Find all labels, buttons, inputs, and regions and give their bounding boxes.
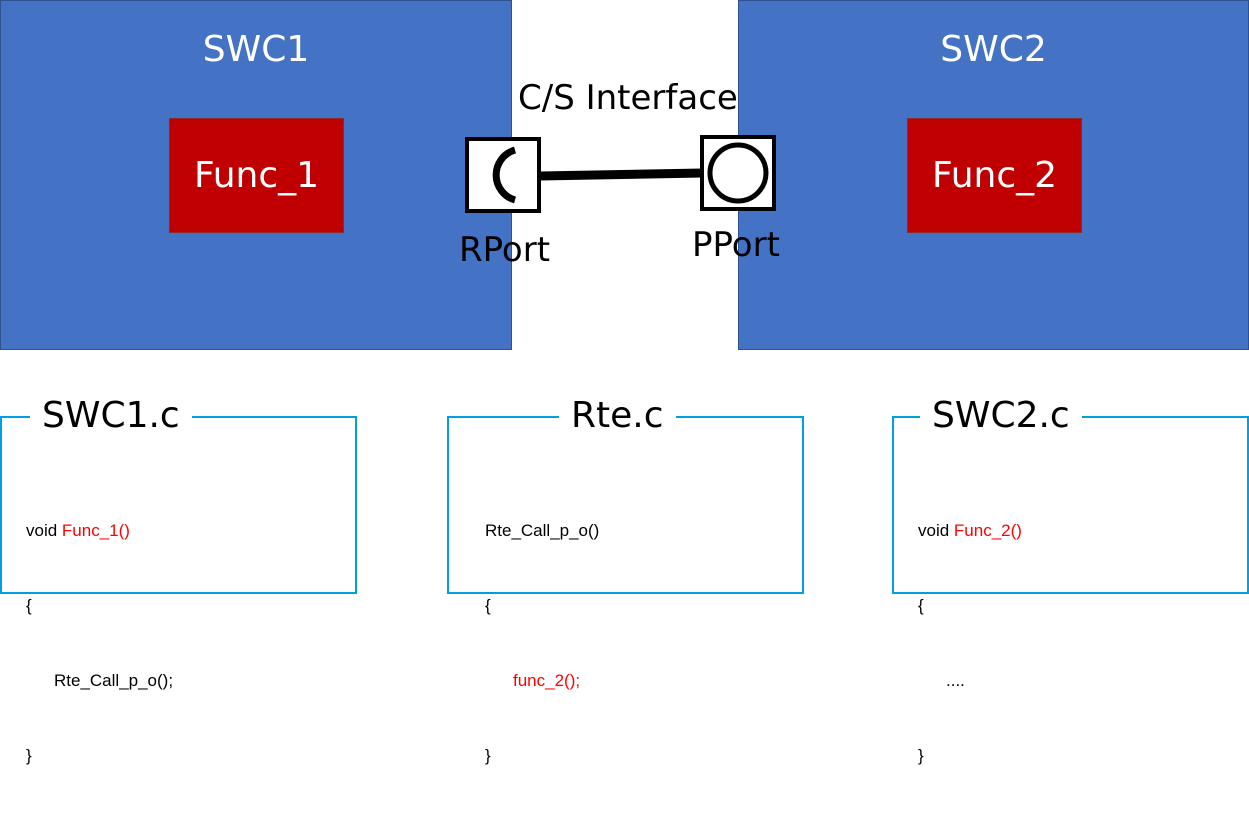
func1-block: Func_1 xyxy=(169,118,344,233)
code-line: void Func_2() xyxy=(918,518,1022,543)
code-line-highlight: func_2(); xyxy=(513,671,581,690)
code-line: { xyxy=(485,596,491,615)
func2-block: Func_2 xyxy=(907,118,1082,233)
code-line: { xyxy=(918,596,924,615)
pport-label: PPort xyxy=(692,225,780,265)
function-name: Func_2() xyxy=(953,521,1022,540)
rport-label: RPort xyxy=(459,230,551,270)
swc1-component: SWC1 Func_1 xyxy=(0,0,512,350)
code-line: .... xyxy=(946,671,965,690)
code-line: { xyxy=(26,596,32,615)
codebox-swc2-title: SWC2.c xyxy=(920,392,1082,440)
code-line: } xyxy=(485,746,491,765)
codebox-swc2: SWC2.c void Func_2() { .... } xyxy=(892,392,1249,765)
required-port-icon xyxy=(492,146,517,204)
code-keyword: void xyxy=(918,521,954,540)
rport xyxy=(465,137,541,213)
code-line: Rte_Call_p_o() xyxy=(485,521,600,540)
wire-rport-pport xyxy=(539,168,703,181)
code-swc1: void Func_1() { Rte_Call_p_o(); } xyxy=(26,468,173,818)
codebox-swc1: SWC1.c void Func_1() { Rte_Call_p_o(); } xyxy=(0,392,357,765)
function-name: Func_1() xyxy=(61,521,130,540)
code-swc2: void Func_2() { .... } xyxy=(918,468,1022,818)
interface-label: C/S Interface xyxy=(518,78,738,118)
codebox-swc1-title: SWC1.c xyxy=(30,392,192,440)
code-keyword: void xyxy=(26,521,62,540)
swc1-title: SWC1 xyxy=(202,29,310,70)
pport xyxy=(700,135,776,211)
code-rte: Rte_Call_p_o() { func_2(); } xyxy=(485,468,599,818)
code-line: void Func_1() xyxy=(26,518,173,543)
provided-port-icon xyxy=(707,142,769,204)
codebox-rte-title: Rte.c xyxy=(559,392,676,440)
code-line: Rte_Call_p_o(); xyxy=(54,671,174,690)
swc2-title: SWC2 xyxy=(940,29,1047,70)
swc2-component: SWC2 Func_2 xyxy=(738,0,1249,350)
codebox-rte: Rte.c Rte_Call_p_o() { func_2(); } xyxy=(447,392,804,765)
code-line: } xyxy=(918,746,924,765)
code-line: } xyxy=(26,746,32,765)
